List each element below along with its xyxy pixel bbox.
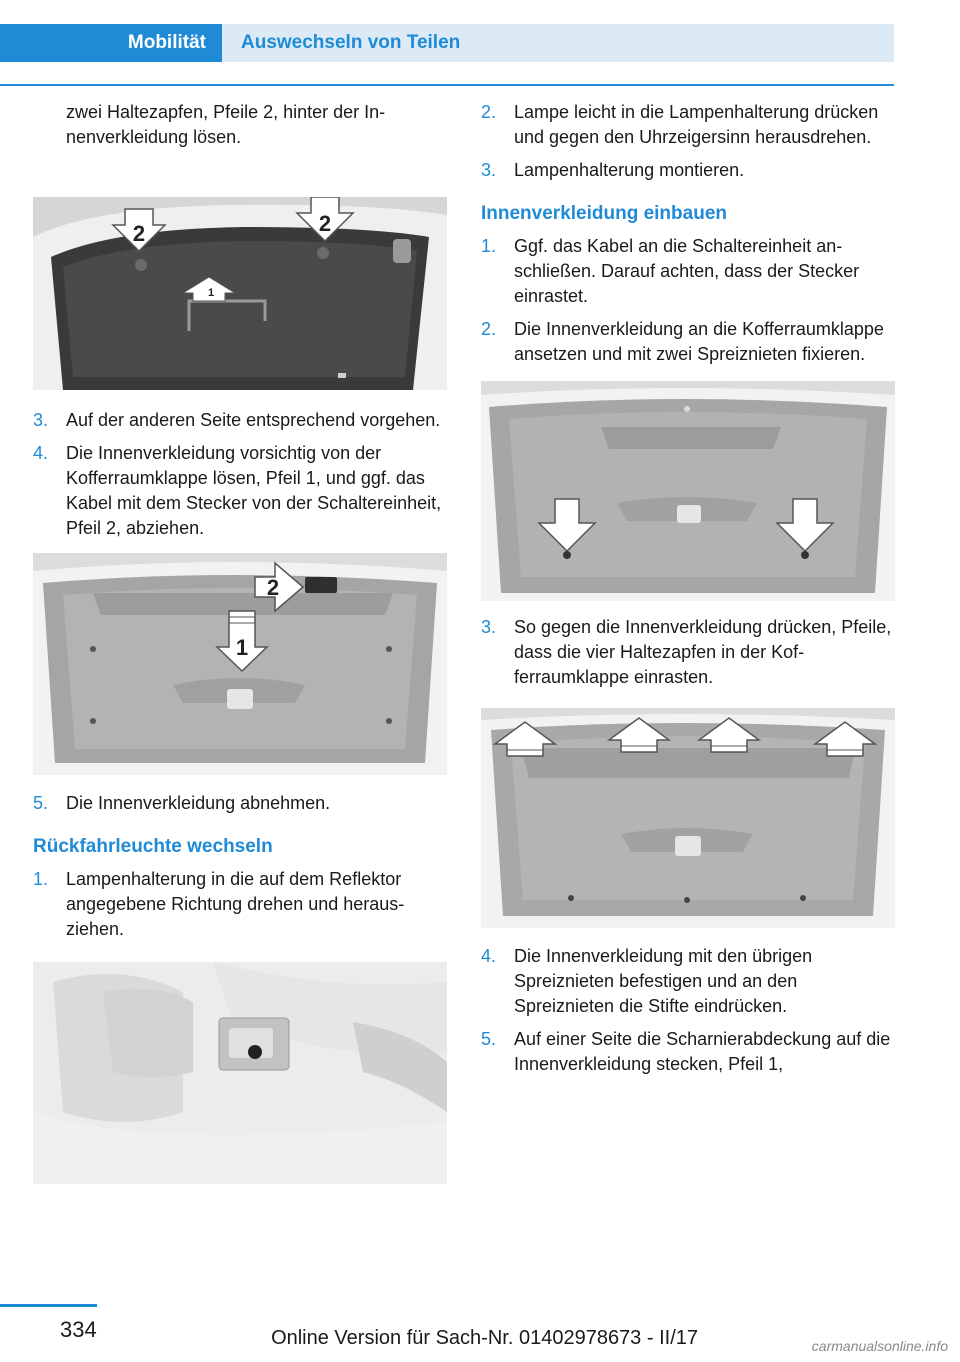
arrow-1: 1 xyxy=(215,610,269,673)
steps-list-right-c: 3. So gegen die Innenverkleidung drücken… xyxy=(481,615,895,690)
figure-lamp-holder xyxy=(33,962,447,1184)
step-text: Die Innenverkleidung vorsichtig von der … xyxy=(66,443,442,538)
step-number: 3. xyxy=(33,410,49,430)
step-text: Lampenhalterung montieren. xyxy=(514,160,745,180)
intro-paragraph: zwei Haltezapfen, Pfeile 2, hinter der I… xyxy=(66,102,386,147)
step-number: 3. xyxy=(481,617,497,637)
steps-list-right-a: 2. Lampe leicht in die Lampenhalterung d… xyxy=(481,100,895,183)
list-item: 5. Auf einer Seite die Scharnierabdeckun… xyxy=(481,1027,895,1077)
arrow-2: 2 xyxy=(254,561,305,613)
step-number: 1. xyxy=(33,869,49,889)
list-item: 1. Ggf. das Kabel an die Schaltereinheit… xyxy=(481,234,895,309)
arrow-up-2 xyxy=(606,717,672,753)
arrow-1: 1 xyxy=(181,276,237,302)
tab-auswechseln-von-teilen[interactable]: Auswechseln von Teilen xyxy=(222,24,894,62)
step-number: 4. xyxy=(481,946,497,966)
figure-trunk-lid-release-clips: 2 2 1 xyxy=(33,197,447,390)
steps-list-c: 1. Lampenhalterung in die auf dem Reflek… xyxy=(33,867,447,942)
page-number-rule xyxy=(0,1304,97,1307)
steps-list-right-b: 1. Ggf. das Kabel an die Schaltereinheit… xyxy=(481,234,895,367)
steps-list-right-d: 4. Die Innenverkleidung mit den übrigen … xyxy=(481,944,895,1077)
tab-mobilitaet[interactable]: Mobilität xyxy=(0,24,222,62)
step-number: 5. xyxy=(33,793,49,813)
step-text: Die Innenverkleidung mit den übrigen Spr… xyxy=(514,946,813,1016)
step-number: 1. xyxy=(481,236,497,256)
watermark: carmanualsonline.info xyxy=(811,1338,948,1354)
step-text: Lampenhalterung in die auf dem Reflektor… xyxy=(66,869,405,939)
step-number: 5. xyxy=(481,1029,497,1049)
arrow-label-2: 2 xyxy=(267,575,279,600)
arrow-label-2b: 2 xyxy=(319,211,331,236)
arrow-2-right: 2 xyxy=(295,197,355,243)
page-number: 334 xyxy=(60,1317,97,1342)
header-tabs: Mobilität Auswechseln von Teilen xyxy=(0,24,894,86)
arrow-label-1: 1 xyxy=(208,287,214,299)
list-item: 1. Lampenhalterung in die auf dem Reflek… xyxy=(33,867,447,942)
section-heading-innenverkleidung-einbauen: Innenverkleidung einbauen xyxy=(481,203,727,224)
list-item: 4. Die Innenverkleidung vorsichtig von d… xyxy=(33,441,447,541)
step-number: 4. xyxy=(33,443,49,463)
steps-list-b: 5. Die Innenverkleidung abnehmen. xyxy=(33,791,447,816)
arrow-label-1: 1 xyxy=(236,635,248,660)
section-heading-rueckfahrleuchte: Rückfahrleuchte wechseln xyxy=(33,836,273,857)
list-item: 3. Lampenhalterung montieren. xyxy=(481,158,895,183)
arrow-up-3 xyxy=(696,717,762,753)
step-number: 2. xyxy=(481,102,497,122)
list-item: 5. Die Innenverkleidung abnehmen. xyxy=(33,791,447,816)
step-text: So gegen die Innenverkleidung drücken, P… xyxy=(514,617,892,687)
header-divider xyxy=(0,84,894,86)
figure-trunk-lid-lining-removal: 2 1 xyxy=(33,553,447,775)
step-text: Lampe leicht in die Lampenhalterung drü­… xyxy=(514,102,879,147)
step-text: Die Innenverkleidung abnehmen. xyxy=(66,793,331,813)
right-column: 2. Lampe leicht in die Lampenhalterung d… xyxy=(481,100,895,1085)
steps-list-a: 3. Auf der anderen Seite entsprechend vo… xyxy=(33,408,447,541)
list-item: 3. So gegen die Innenverkleidung drücken… xyxy=(481,615,895,690)
arrow-2-left: 2 xyxy=(111,208,167,253)
step-number: 3. xyxy=(481,160,497,180)
left-column: zwei Haltezapfen, Pfeile 2, hinter der I… xyxy=(33,100,447,1184)
list-item: 4. Die Innenverkleidung mit den übrigen … xyxy=(481,944,895,1019)
arrow-label-2a: 2 xyxy=(133,221,145,246)
arrow-down-left xyxy=(537,498,597,559)
online-version-note: Online Version für Sach-Nr. 01402978673 … xyxy=(271,1327,698,1349)
arrow-down-right xyxy=(775,498,835,559)
list-item: 3. Auf der anderen Seite entsprechend vo… xyxy=(33,408,447,433)
arrow-up-4 xyxy=(812,721,878,757)
list-item: 2. Lampe leicht in die Lampenhalterung d… xyxy=(481,100,895,150)
step-text: Auf der anderen Seite entsprechend vor­g… xyxy=(66,410,441,430)
figure-lining-press-clips xyxy=(481,708,895,928)
step-number: 2. xyxy=(481,319,497,339)
figure-lining-mounting-rivets xyxy=(481,381,895,601)
arrow-up-1 xyxy=(492,721,558,757)
list-item: 2. Die Innenverkleidung an die Kofferrau… xyxy=(481,317,895,367)
step-text: Die Innenverkleidung an die Kofferraum­k… xyxy=(514,319,884,364)
step-text: Ggf. das Kabel an die Schaltereinheit an… xyxy=(514,236,860,306)
step-text: Auf einer Seite die Scharnierabdeckung a… xyxy=(514,1029,891,1074)
